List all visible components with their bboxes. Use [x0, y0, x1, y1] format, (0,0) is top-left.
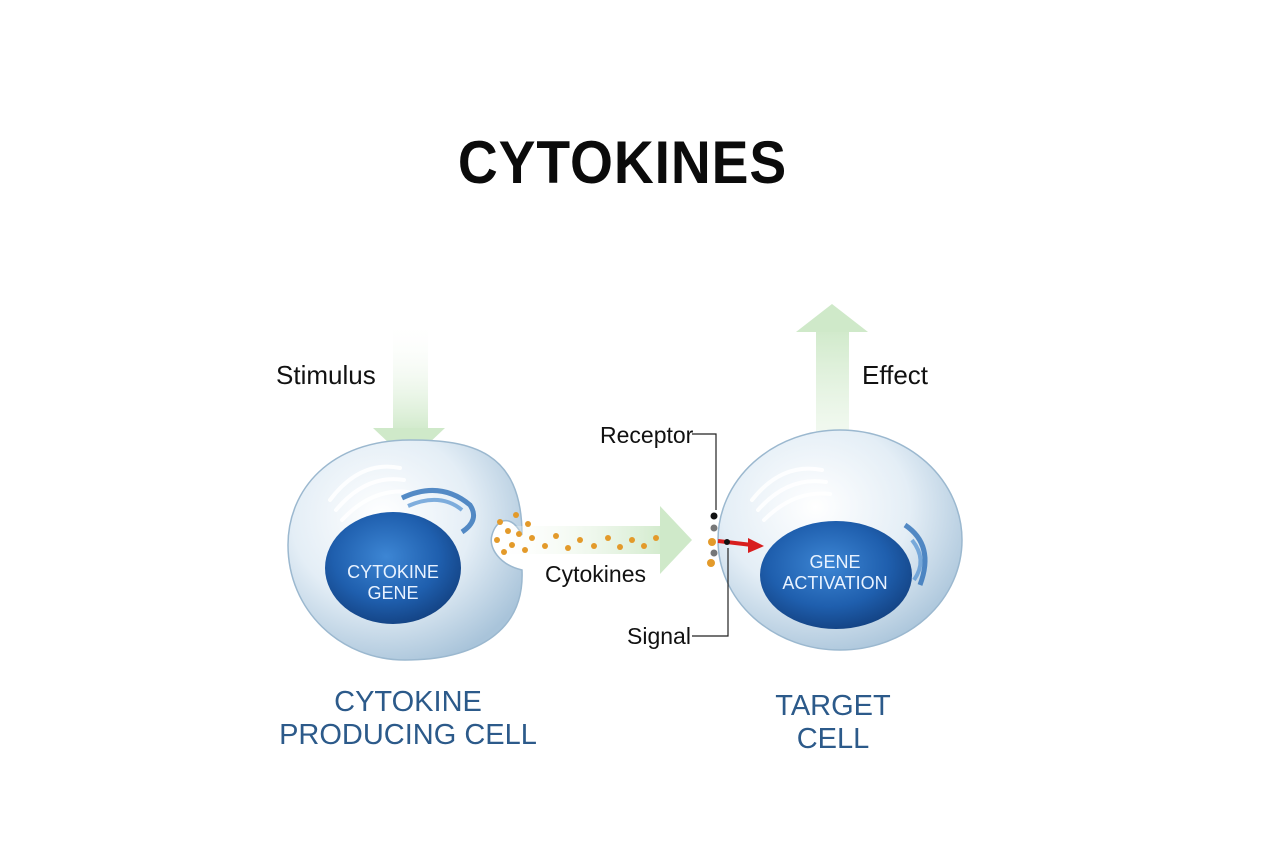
producing-cell — [287, 439, 523, 661]
receptor-label: Receptor — [600, 422, 694, 448]
target-nucleus-line-1: GENE — [809, 552, 861, 572]
target-caption-line-1: TARGET — [775, 690, 891, 722]
target-nucleus-line-2: ACTIVATION — [782, 573, 888, 593]
target-nucleus-label: GENE ACTIVATION — [770, 552, 900, 594]
signal-label: Signal — [627, 623, 691, 649]
target-cell-caption: TARGET CELL — [753, 690, 913, 756]
producing-caption-line-2: PRODUCING CELL — [279, 719, 537, 751]
producing-nucleus-label: CYTOKINE GENE — [335, 562, 451, 604]
receptor-callout-line — [692, 433, 717, 510]
cytokines-label: Cytokines — [545, 561, 646, 587]
stimulus-label: Stimulus — [276, 360, 376, 390]
target-cell — [717, 429, 963, 651]
effect-label: Effect — [862, 360, 929, 390]
target-caption-line-2: CELL — [796, 723, 870, 755]
cytokine-particles — [494, 512, 659, 555]
signal-callout-line — [692, 548, 729, 637]
page-title: CYTOKINES — [457, 129, 788, 196]
target-nucleus — [760, 521, 912, 629]
signal-arrow — [717, 538, 764, 553]
producing-nucleus-line-2: GENE — [367, 583, 419, 603]
producing-caption-line-1: CYTOKINE — [334, 686, 482, 718]
producing-cell-caption: CYTOKINE PRODUCING CELL — [278, 686, 538, 752]
producing-nucleus — [325, 512, 461, 624]
receptor-markers — [707, 512, 718, 567]
producing-nucleus-line-1: CYTOKINE — [347, 562, 439, 582]
